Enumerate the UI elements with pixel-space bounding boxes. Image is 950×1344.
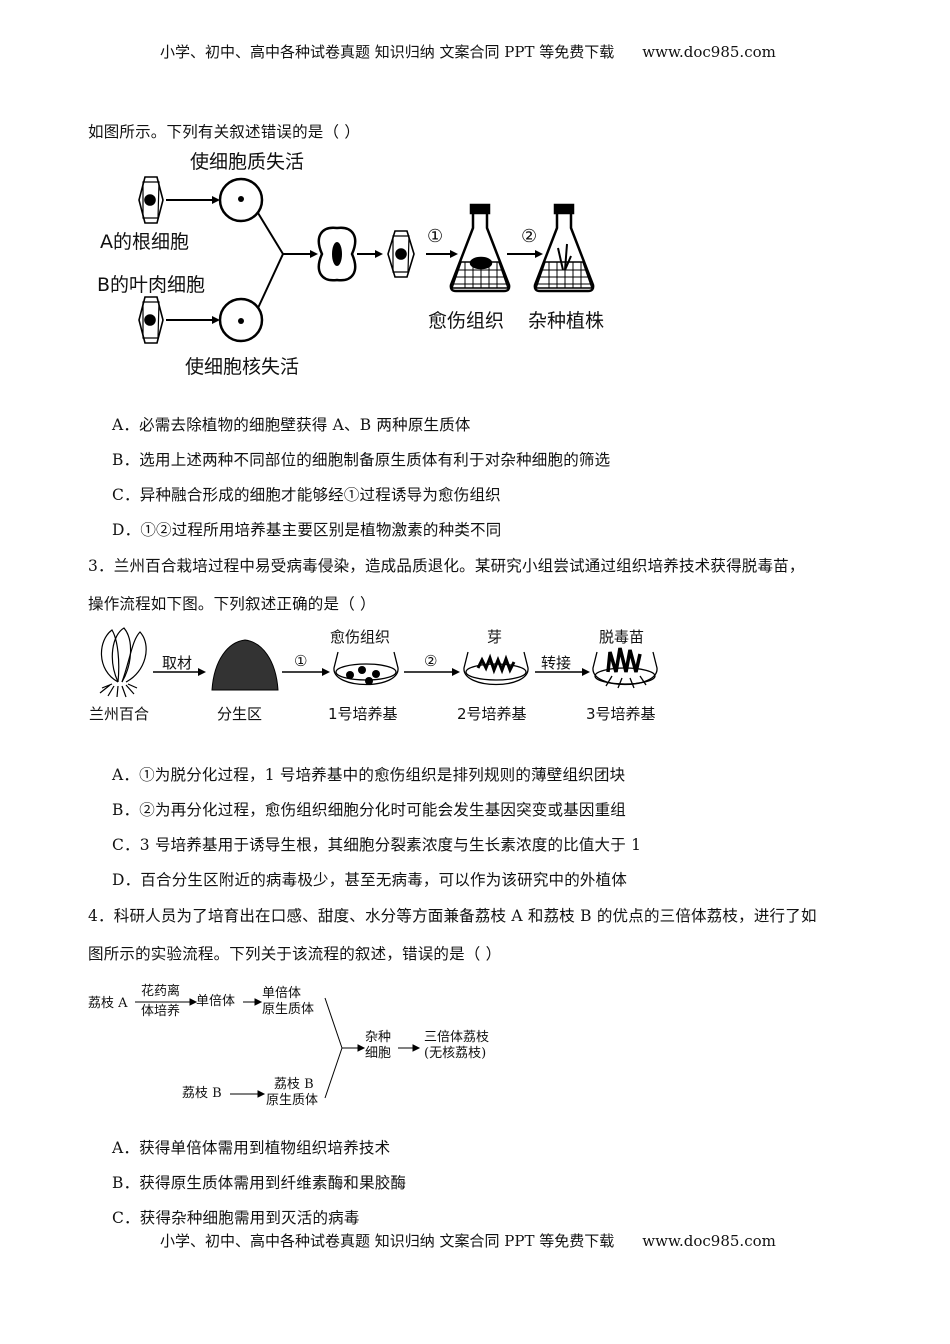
label-callus-top: 愈伤组织 [330, 628, 391, 646]
arrow-label-anther-bottom: 体培养 [141, 1004, 181, 1019]
q3-option-c: C．3 号培养基用于诱导生根，其细胞分裂素浓度与生长素浓度的比值大于 1 [112, 836, 642, 854]
q3-stem-line1: 3．兰州百合栽培过程中易受病毒侵染，造成品质退化。某研究小组尝试通过组织培养技术… [88, 557, 805, 575]
label-hybrid-cell-2: 细胞 [365, 1046, 392, 1061]
arrow-label-step1: ① [294, 652, 308, 670]
culture-dish-2-icon [463, 651, 529, 686]
q2-option-b: B．选用上述两种不同部位的细胞制备原生质体有利于对杂种细胞的筛选 [112, 451, 611, 469]
label-triploid-2: (无核荔枝) [424, 1046, 487, 1061]
q3-option-b: B．②为再分化过程，愈伤组织细胞分化时可能会发生基因突变或基因重组 [112, 801, 626, 819]
label-hybrid-plant: 杂种植株 [528, 310, 605, 332]
page-footer: 小学、初中、高中各种试卷真题 知识归纳 文案合同 PPT 等免费下载 www.do… [160, 1230, 776, 1251]
fused-cell-icon [317, 226, 357, 282]
label-medium-3: 3号培养基 [586, 705, 656, 723]
q3-option-d: D．百合分生区附近的病毒极少，甚至无病毒，可以作为该研究中的外植体 [112, 871, 628, 889]
litchi-flow-diagram [135, 997, 421, 1099]
q3-stem-line2: 操作流程如下图。下列叙述正确的是（ ） [88, 595, 376, 613]
label-b-leaf-cell: B的叶肉细胞 [97, 274, 206, 296]
label-a-root-cell: A的根细胞 [100, 231, 189, 253]
meristem-icon [211, 639, 279, 691]
lily-bulb-icon [99, 627, 147, 698]
arrow-label-step2: ② [424, 652, 438, 670]
label-litchi-b: 荔枝 B [182, 1086, 222, 1101]
label-triploid-1: 三倍体荔枝 [424, 1030, 490, 1045]
cell-fusion-diagram [138, 176, 595, 344]
header-site: www.doc985.com [642, 43, 776, 61]
q4-option-b: B．获得原生质体需用到纤维素酶和果胶酶 [112, 1174, 407, 1192]
q4-option-a: A．获得单倍体需用到植物组织培养技术 [112, 1139, 391, 1157]
label-callus: 愈伤组织 [428, 310, 505, 332]
q2-option-a: A．必需去除植物的细胞壁获得 A、B 两种原生质体 [112, 416, 471, 434]
plant-cell-b-icon [138, 296, 164, 344]
hybrid-cell-icon [387, 230, 415, 278]
culture-dish-3-icon [592, 647, 658, 689]
label-virus-free-top: 脱毒苗 [599, 628, 645, 646]
tissue-culture-diagram [99, 627, 658, 698]
label-b-protoplast-2: 原生质体 [266, 1093, 319, 1108]
arrow-label-sampling: 取材 [162, 654, 193, 672]
label-cytoplasm-inactivated: 使细胞质失活 [190, 151, 305, 173]
step-1-label: ① [427, 226, 444, 247]
label-lily: 兰州百合 [89, 705, 150, 723]
flask-callus-icon [449, 203, 511, 293]
arrow-label-transfer: 转接 [541, 654, 572, 672]
page-header: 小学、初中、高中各种试卷真题 知识归纳 文案合同 PPT 等免费下载 www.do… [160, 41, 776, 62]
label-bud-top: 芽 [487, 628, 503, 646]
plant-cell-a-icon [138, 176, 164, 224]
protoplast-b-icon [218, 297, 264, 343]
label-nucleus-inactivated: 使细胞核失活 [185, 356, 300, 378]
protoplast-a-icon [218, 177, 264, 223]
q4-stem-line1: 4．科研人员为了培育出在口感、甜度、水分等方面兼备荔枝 A 和荔枝 B 的优点的… [88, 907, 817, 925]
q2-option-c: C．异种融合形成的细胞才能够经①过程诱导为愈伤组织 [112, 486, 501, 504]
header-text: 小学、初中、高中各种试卷真题 知识归纳 文案合同 PPT 等免费下载 [160, 43, 615, 61]
label-meristem: 分生区 [217, 705, 263, 723]
q4-option-c: C．获得杂种细胞需用到灭活的病毒 [112, 1209, 360, 1227]
label-b-protoplast-1: 荔枝 B [274, 1077, 314, 1092]
arrow-label-anther-top: 花药离 [141, 984, 181, 999]
label-haploid-protoplast-2: 原生质体 [262, 1002, 315, 1017]
q2-stem: 如图所示。下列有关叙述错误的是（ ） [88, 123, 361, 141]
q4-stem-line2: 图所示的实验流程。下列关于该流程的叙述，错误的是（ ） [88, 945, 502, 963]
flask-plantlet-icon [533, 203, 595, 293]
q3-option-a: A．①为脱分化过程，1 号培养基中的愈伤组织是排列规则的薄壁组织团块 [112, 766, 626, 784]
label-haploid-protoplast-1: 单倍体 [262, 986, 302, 1001]
footer-text: 小学、初中、高中各种试卷真题 知识归纳 文案合同 PPT 等免费下载 [160, 1232, 615, 1250]
label-haploid: 单倍体 [196, 994, 236, 1009]
culture-dish-1-icon [333, 651, 399, 686]
q2-option-d: D．①②过程所用培养基主要区别是植物激素的种类不同 [112, 521, 502, 539]
step-2-label: ② [521, 226, 538, 247]
label-litchi-a: 荔枝 A [88, 996, 128, 1011]
label-medium-2: 2号培养基 [457, 705, 527, 723]
label-medium-1: 1号培养基 [328, 705, 398, 723]
label-hybrid-cell-1: 杂种 [365, 1030, 392, 1045]
footer-site: www.doc985.com [642, 1232, 776, 1250]
